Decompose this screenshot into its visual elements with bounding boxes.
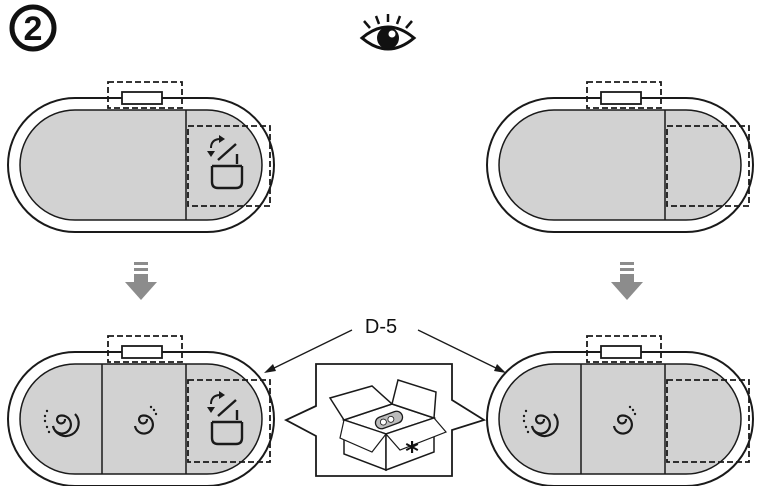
sensor-window <box>600 345 642 359</box>
panel-bottom-left <box>7 335 275 486</box>
package-callout: * <box>283 363 487 477</box>
lid-button-highlight <box>187 379 271 463</box>
open-box-icon <box>328 379 448 472</box>
down-arrow-icon <box>125 262 157 300</box>
panel-top-right <box>486 81 754 233</box>
sensor-window <box>600 91 642 105</box>
remote-control-icon <box>374 410 404 430</box>
panel-top-left <box>7 81 275 233</box>
sensor-highlight <box>586 81 662 109</box>
sensor-window <box>121 345 163 359</box>
sensor-highlight <box>107 335 183 363</box>
blank-button-highlight <box>666 125 750 207</box>
step-number-badge: 2 <box>9 4 57 52</box>
package-mark: * <box>405 437 419 467</box>
eye-icon <box>359 14 417 51</box>
sensor-highlight <box>586 335 662 363</box>
down-arrow-icon <box>611 262 643 300</box>
leader-line-right <box>417 329 506 373</box>
panel-bottom-right <box>486 335 754 486</box>
sensor-highlight <box>107 81 183 109</box>
lid-button-highlight <box>187 125 271 207</box>
leader-line-left <box>264 329 353 373</box>
step-number: 2 <box>24 10 43 48</box>
blank-button-highlight <box>666 379 750 463</box>
sensor-window <box>121 91 163 105</box>
callout-label: D-5 <box>365 316 397 338</box>
